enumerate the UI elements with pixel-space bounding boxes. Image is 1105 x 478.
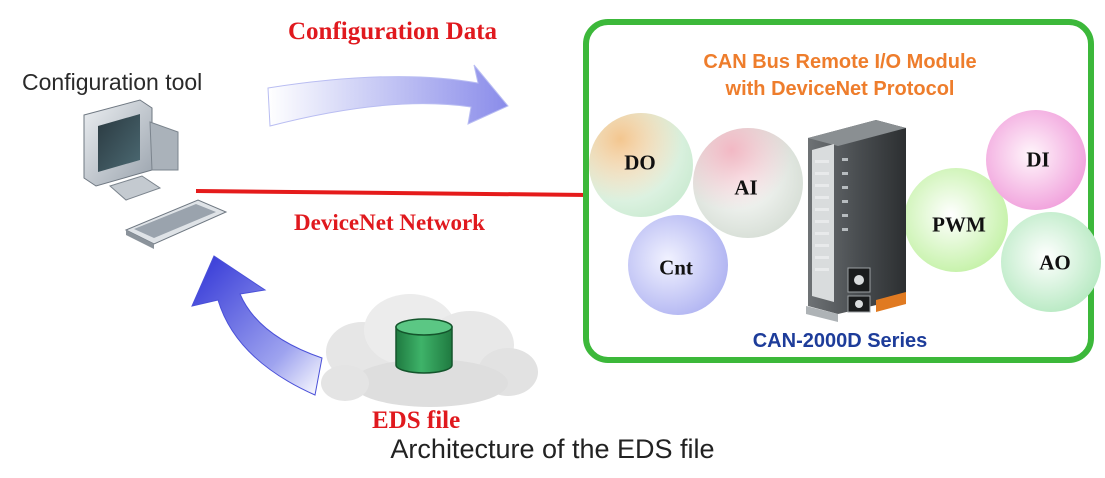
io-label-pwm: PWM	[932, 212, 986, 237]
module-title-line2: with DeviceNet Protocol	[725, 78, 955, 100]
configuration-data-label: Configuration Data	[288, 18, 498, 45]
io-bubble-ao	[1001, 212, 1101, 312]
configuration-data-arrow	[267, 64, 509, 127]
io-bubble-do	[589, 113, 693, 217]
io-label-cnt: Cnt	[659, 255, 693, 280]
database-cylinder-icon	[395, 318, 453, 374]
module-title-line1: CAN Bus Remote I/O Module	[703, 51, 977, 73]
module-series-label: CAN-2000D Series	[752, 330, 928, 352]
io-label-do: DO	[624, 150, 656, 175]
io-label-ao: AO	[1039, 250, 1071, 275]
io-bubble-pwm	[904, 168, 1008, 272]
eds-return-arrow	[191, 255, 323, 396]
devicenet-network-line	[195, 189, 589, 197]
io-bubble-ai	[693, 128, 803, 238]
configuration-tool-label: Configuration tool	[22, 69, 203, 95]
io-label-di: DI	[1026, 147, 1050, 172]
computer-icon	[83, 99, 228, 249]
eds-file-label: EDS file	[372, 407, 461, 434]
devicenet-network-label: DeviceNet Network	[294, 210, 485, 235]
io-bubble-di	[986, 110, 1086, 210]
io-label-ai: AI	[734, 175, 758, 200]
device-module-image	[806, 120, 906, 322]
io-bubble-cnt	[628, 215, 728, 315]
figure-caption: Architecture of the EDS file	[390, 434, 715, 464]
